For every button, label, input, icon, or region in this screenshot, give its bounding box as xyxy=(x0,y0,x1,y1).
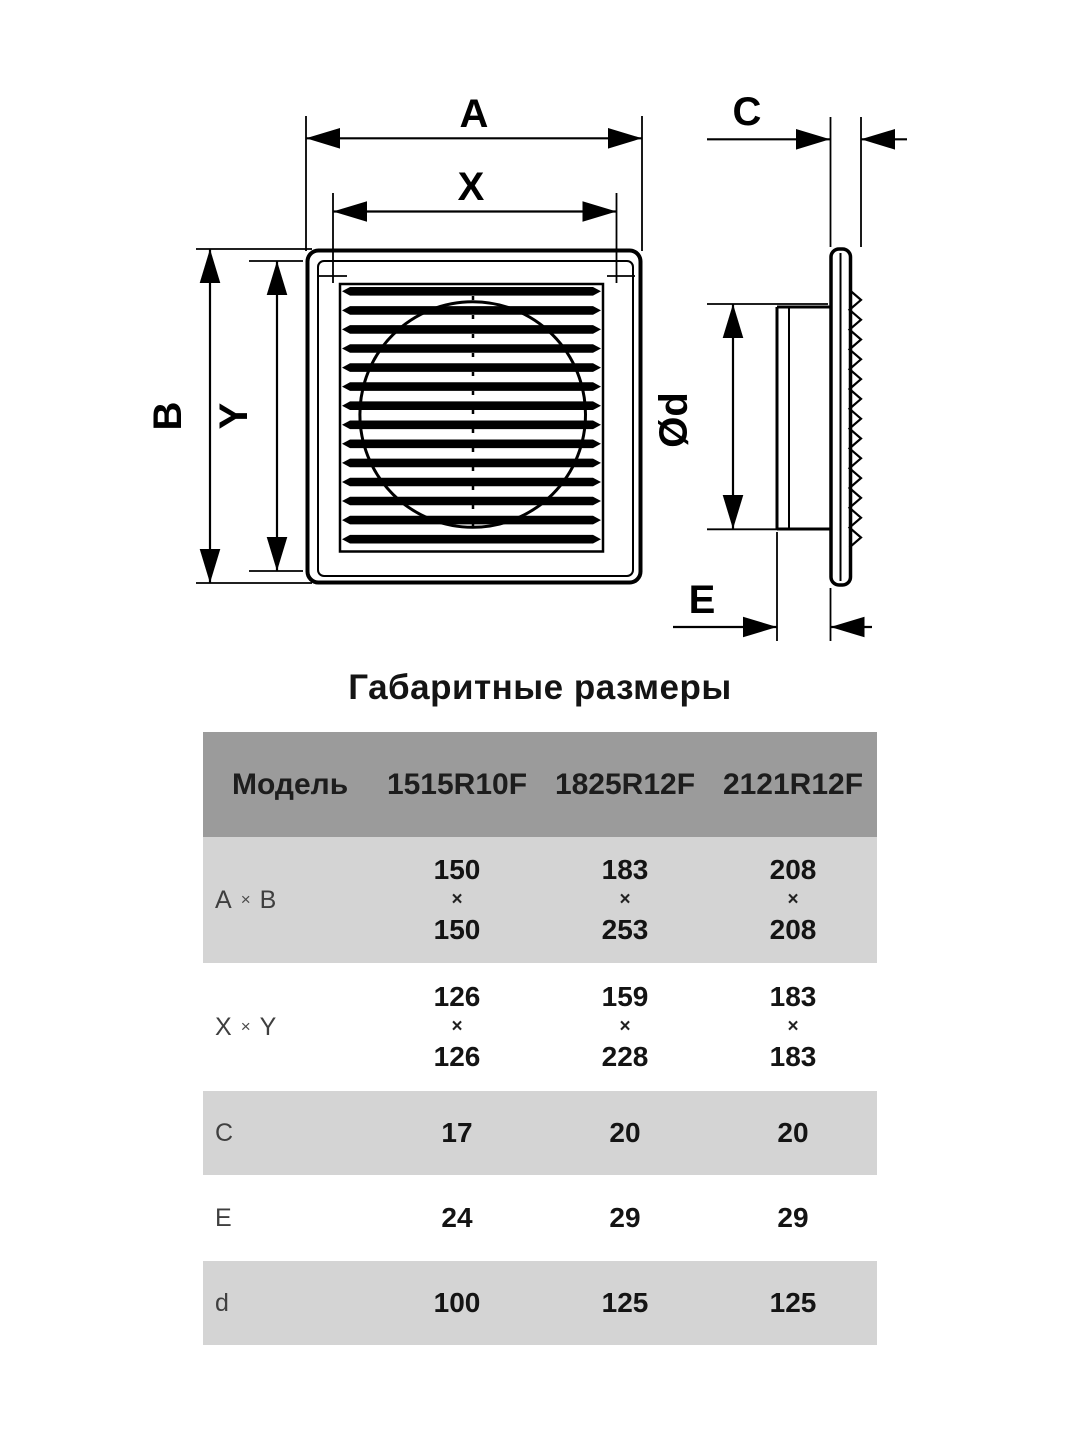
value-a: 208 xyxy=(769,854,817,885)
dim-C: C xyxy=(707,90,907,247)
label-Y: Y xyxy=(212,402,256,429)
dimension-drawing: A X B xyxy=(146,90,907,641)
label-B: B xyxy=(146,402,190,431)
value-b: 208 xyxy=(769,914,817,945)
dim-B: B xyxy=(146,248,312,584)
label-X: X xyxy=(458,165,485,209)
value-a: 126 xyxy=(433,981,481,1012)
duct-stub xyxy=(775,305,831,531)
row-label-left: X xyxy=(215,1012,232,1041)
cell-axb-1: 150 × 150 xyxy=(373,837,541,963)
cell-e-3: 29 xyxy=(777,1202,809,1233)
cell-xxy-1: 126 × 126 xyxy=(373,963,541,1091)
row-label-left: A xyxy=(215,885,232,914)
arrow-up-icon xyxy=(266,261,288,295)
times-sign: × xyxy=(619,889,631,910)
dim-E: E xyxy=(673,532,872,641)
arrow-left-icon xyxy=(306,128,340,149)
louver-slats xyxy=(342,287,601,544)
header-model-3: 2121R12F xyxy=(722,767,864,801)
front-view xyxy=(305,248,643,585)
cell-c-2: 20 xyxy=(609,1117,641,1148)
value-a: 150 xyxy=(433,854,481,885)
dimensions-table: Модель 1515R10F 1825R12F 2121R12F A × B … xyxy=(203,732,877,1345)
header-model-2: 1825R12F xyxy=(554,767,696,801)
row-label-left: d xyxy=(215,1288,229,1317)
times-sign: × xyxy=(787,889,799,910)
cell-axb-2: 183 × 253 xyxy=(541,837,709,963)
table-title: Габаритные размеры xyxy=(348,668,732,707)
side-view xyxy=(775,247,863,587)
times-sign: × xyxy=(451,1016,463,1037)
cell-d-1: 100 xyxy=(433,1287,481,1318)
header-model-label: Модель xyxy=(232,767,349,801)
table-row-axb: A × B 150 × 150 183 × 253 208 × 208 xyxy=(203,837,877,963)
value-b: 126 xyxy=(433,1041,481,1072)
dim-A: A xyxy=(305,92,643,251)
arrow-left-icon xyxy=(333,201,367,222)
value-b: 228 xyxy=(601,1041,649,1072)
cell-xxy-3: 183 × 183 xyxy=(709,963,877,1091)
row-label: X × Y xyxy=(203,963,373,1091)
arrow-right-icon xyxy=(582,201,617,222)
label-C: C xyxy=(733,90,762,134)
label-E: E xyxy=(689,578,716,622)
arrow-down-icon xyxy=(722,495,744,529)
row-label: C xyxy=(203,1091,373,1175)
arrow-down-icon xyxy=(266,537,288,571)
value-a: 183 xyxy=(601,854,649,885)
table-row-e: E 24 29 29 xyxy=(203,1175,877,1261)
cell-c-1: 17 xyxy=(441,1117,473,1148)
arrow-up-icon xyxy=(722,304,744,338)
row-label: A × B xyxy=(203,837,373,963)
table-row-d: d 100 125 125 xyxy=(203,1261,877,1345)
row-label: d xyxy=(203,1261,373,1345)
row-label-left: E xyxy=(215,1203,232,1232)
label-diameter: Ød xyxy=(652,392,696,448)
arrow-left-icon xyxy=(830,616,865,638)
louver-panel xyxy=(338,282,605,553)
dim-d: Ød xyxy=(652,303,828,531)
cell-e-1: 24 xyxy=(441,1202,473,1233)
cell-xxy-2: 159 × 228 xyxy=(541,963,709,1091)
cell-c-3: 20 xyxy=(777,1117,809,1148)
cell-e-2: 29 xyxy=(609,1202,641,1233)
dim-X: X xyxy=(332,165,618,283)
times-sign: × xyxy=(619,1016,631,1037)
row-label: E xyxy=(203,1175,373,1261)
arrow-up-icon xyxy=(199,249,221,283)
table-row-c: C 17 20 20 xyxy=(203,1091,877,1175)
arrow-down-icon xyxy=(199,549,221,583)
times-sign: × xyxy=(240,890,251,909)
cell-d-3: 125 xyxy=(769,1287,817,1318)
row-label-right: Y xyxy=(259,1012,277,1041)
cell-d-2: 125 xyxy=(601,1287,649,1318)
value-b: 183 xyxy=(769,1041,817,1072)
cell-axb-3: 208 × 208 xyxy=(709,837,877,963)
louver-teeth xyxy=(847,289,863,549)
row-label-left: C xyxy=(215,1118,234,1147)
arrow-left-icon xyxy=(861,129,895,150)
row-label-right: B xyxy=(259,885,277,914)
value-a: 183 xyxy=(769,981,817,1012)
table-header-row: Модель 1515R10F 1825R12F 2121R12F xyxy=(203,732,877,837)
grille-inner-frame xyxy=(317,260,634,577)
times-sign: × xyxy=(451,889,463,910)
times-sign: × xyxy=(240,1017,251,1036)
table-row-xxy: X × Y 126 × 126 159 × 228 183 × 183 xyxy=(203,963,877,1091)
label-A: A xyxy=(460,92,489,136)
value-a: 159 xyxy=(601,981,649,1012)
value-b: 150 xyxy=(433,914,481,945)
header-model-1: 1515R10F xyxy=(386,767,528,801)
arrow-right-icon xyxy=(743,616,777,638)
arrow-right-icon xyxy=(796,129,830,150)
dim-Y: Y xyxy=(212,260,303,572)
value-b: 253 xyxy=(601,914,649,945)
times-sign: × xyxy=(787,1016,799,1037)
arrow-right-icon xyxy=(608,128,642,149)
